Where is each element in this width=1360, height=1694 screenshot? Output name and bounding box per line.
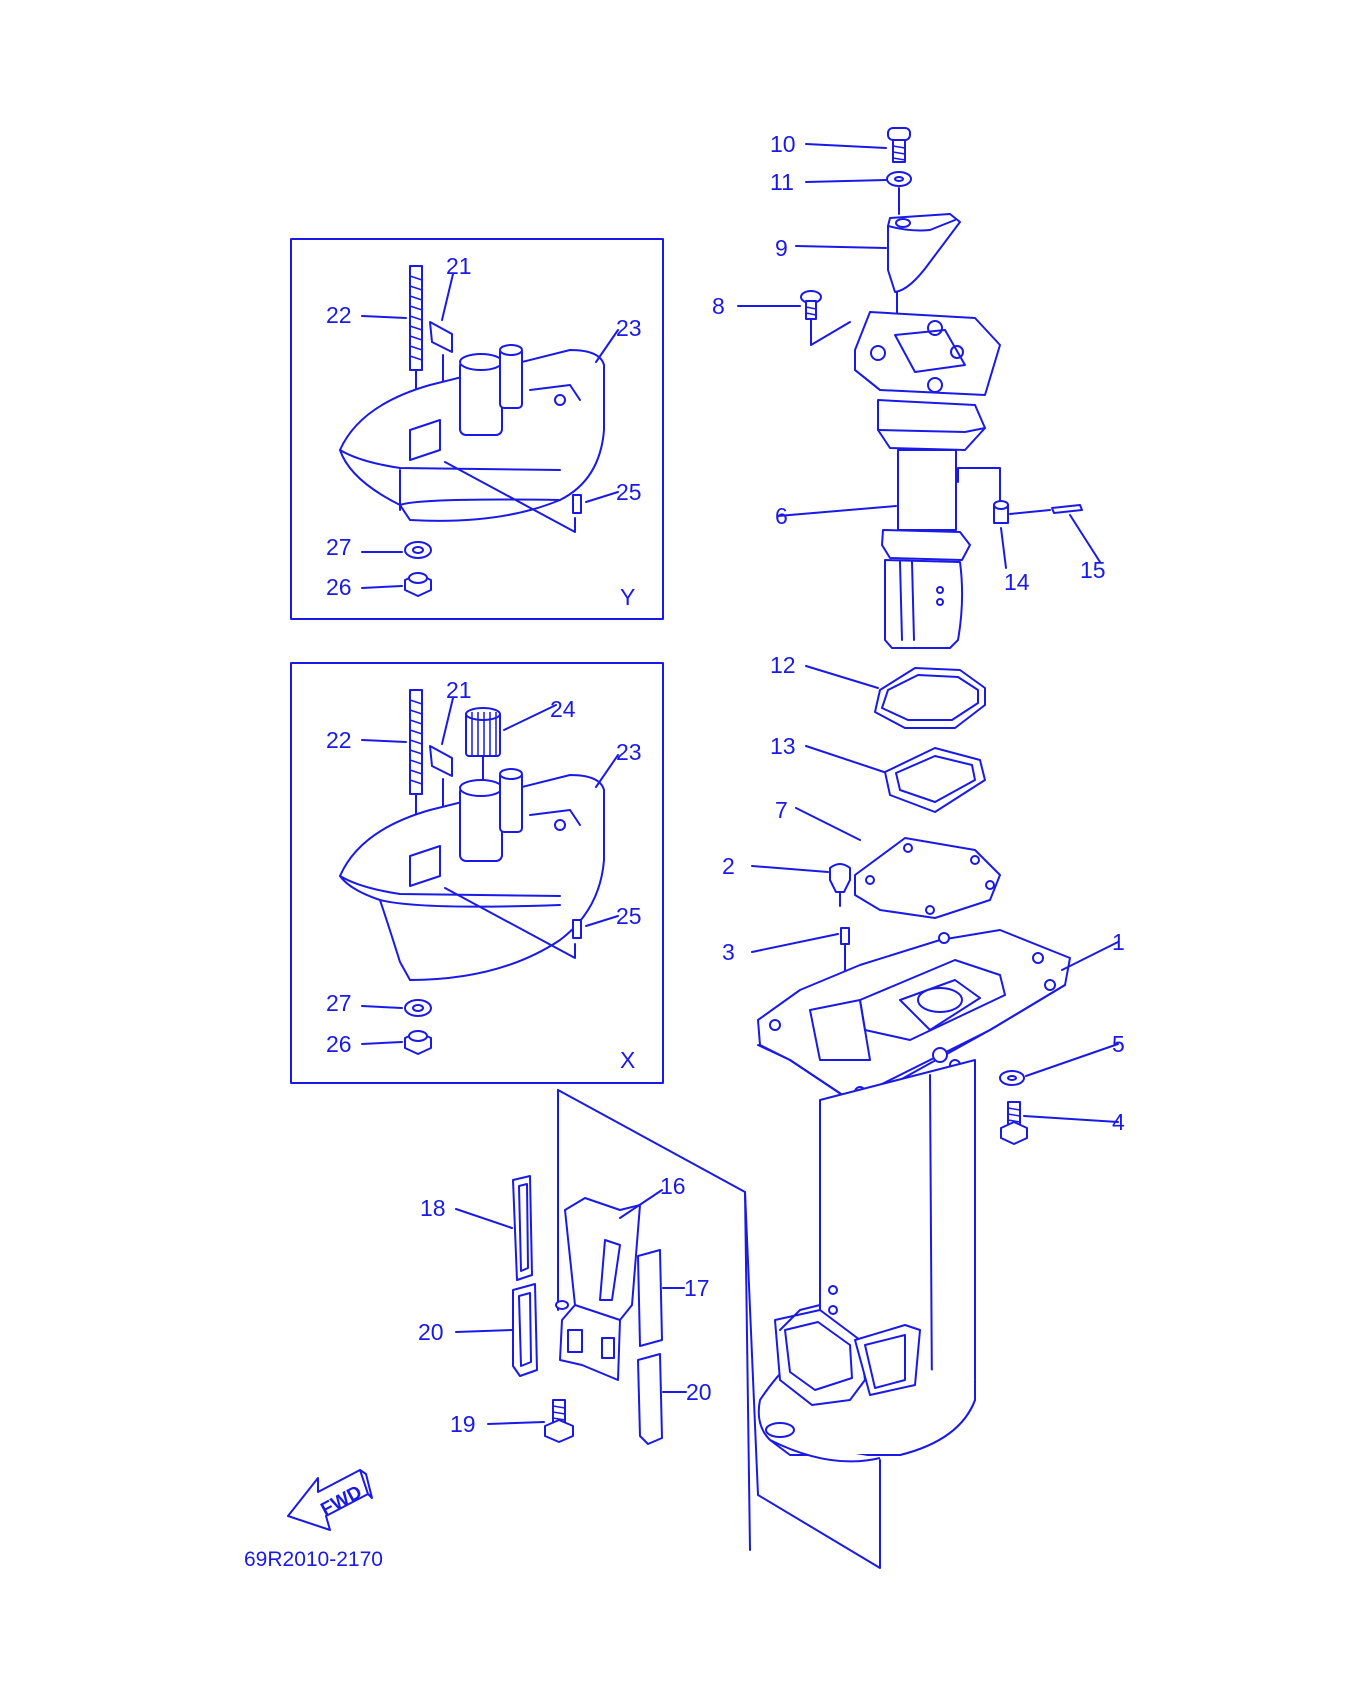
callout-22-x: 22	[326, 727, 352, 753]
upper-casing-6	[854, 311, 1001, 649]
impeller-24-x	[465, 707, 501, 791]
part-code: 69R2010-2170	[244, 1548, 383, 1571]
grommet-2	[829, 863, 851, 907]
collar-14	[993, 500, 1009, 524]
pin-3	[840, 927, 850, 945]
inset-y: 21 22 23 25 27 26 Y	[290, 238, 664, 620]
callout-18: 18	[420, 1195, 446, 1221]
callout-8: 8	[712, 293, 725, 319]
callout-1: 1	[1112, 929, 1125, 955]
callout-23-y: 23	[616, 315, 642, 341]
callout-13: 13	[770, 733, 796, 759]
callout-4: 4	[1112, 1109, 1125, 1135]
bolt-10	[887, 127, 911, 163]
inset-x: 21 22 24 23 25 27 26 X	[290, 662, 664, 1084]
inset-y-frame	[290, 238, 664, 620]
callout-23-x: 23	[616, 739, 642, 765]
callout-9: 9	[775, 235, 788, 261]
callout-20-left: 20	[418, 1319, 444, 1345]
inset-y-label: Y	[620, 584, 635, 610]
inset-x-frame	[290, 662, 664, 1084]
pump-housing-23-y	[339, 344, 605, 522]
key-21-x	[429, 745, 453, 777]
inset-x-label: X	[620, 1047, 635, 1073]
key-21-y	[429, 321, 453, 353]
callout-15: 15	[1080, 557, 1106, 583]
seal-13	[884, 747, 986, 813]
callout-20-right: 20	[686, 1379, 712, 1405]
callout-19: 19	[450, 1411, 476, 1437]
bolt-19	[544, 1399, 574, 1443]
assembly-line-8	[810, 319, 851, 346]
rubber-18	[512, 1175, 533, 1281]
callout-26-y: 26	[326, 574, 352, 600]
callout-7: 7	[775, 797, 788, 823]
pin-25-y	[572, 494, 582, 514]
pin-15	[1051, 504, 1083, 514]
screw-8	[800, 290, 822, 320]
callout-21-y: 21	[446, 253, 472, 279]
pin-25-x	[572, 919, 582, 939]
rubber-17	[637, 1249, 663, 1347]
assembly-line-casing-bottom	[744, 1191, 881, 1569]
callout-26-x: 26	[326, 1031, 352, 1057]
rubber-20-left	[512, 1283, 538, 1377]
callout-24-x: 24	[550, 696, 576, 722]
bolt-4	[1000, 1101, 1028, 1145]
mount-16	[555, 1197, 641, 1381]
callout-21-x: 21	[446, 677, 472, 703]
rubber-20-right	[637, 1353, 663, 1445]
callout-14: 14	[1004, 569, 1030, 595]
callout-6: 6	[775, 503, 788, 529]
assembly-line-x	[444, 887, 576, 959]
callout-11: 11	[770, 169, 794, 195]
callout-22-y: 22	[326, 302, 352, 328]
stud-22-y	[409, 265, 423, 431]
main-callouts: 1 2 3 4 5 6 7 8 9 10 11 12 13 14 15 16 1…	[418, 131, 1125, 1437]
assembly-line-14	[957, 467, 1001, 509]
callout-16: 16	[660, 1173, 686, 1199]
callout-17: 17	[684, 1275, 710, 1301]
gasket-7	[854, 837, 1001, 919]
pump-housing-23-x	[339, 768, 605, 981]
callout-27-x: 27	[326, 990, 352, 1016]
callout-5: 5	[1112, 1031, 1125, 1057]
callout-25-y: 25	[616, 479, 642, 505]
callout-2: 2	[722, 853, 735, 879]
callout-10: 10	[770, 131, 796, 157]
fwd-arrow-icon: FWD	[287, 1469, 373, 1531]
grommet-9	[887, 213, 961, 293]
callout-3: 3	[722, 939, 735, 965]
lower-casing-1	[757, 929, 1071, 1463]
seal-12	[874, 667, 986, 729]
assembly-line-y	[444, 461, 576, 533]
callout-25-x: 25	[616, 903, 642, 929]
callout-27-y: 27	[326, 534, 352, 560]
callout-12: 12	[770, 652, 796, 678]
